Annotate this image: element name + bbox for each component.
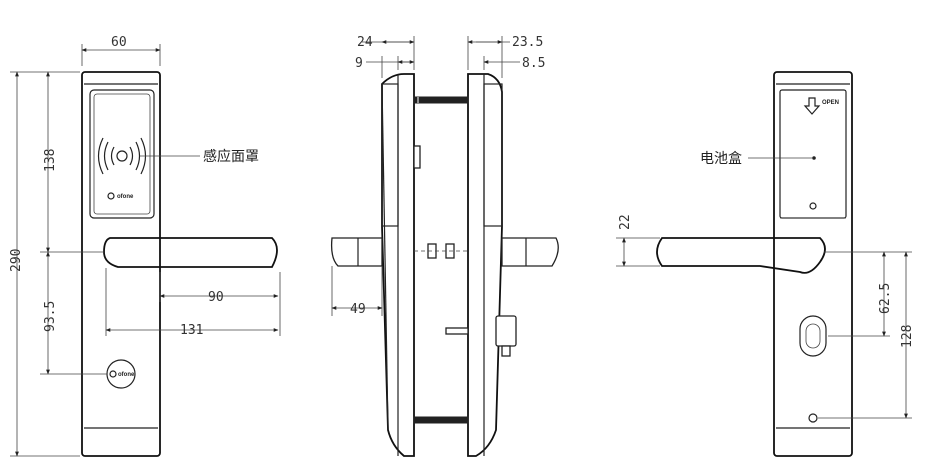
dim-23-5: 23.5	[512, 35, 543, 50]
dim-handle-131: 131	[180, 323, 203, 338]
dim-8-5: 8.5	[522, 56, 545, 71]
open-label: OPEN	[822, 100, 839, 106]
battery-cover	[779, 89, 847, 219]
svg-text:ofone: ofone	[118, 372, 135, 378]
logo-top: ofone	[107, 192, 134, 200]
dim-lower-height: 93.5	[43, 301, 58, 332]
callout-battery-box: 电池盒	[700, 150, 742, 167]
screw-bottom	[413, 416, 469, 424]
front-plate	[81, 71, 161, 457]
dim-49: 49	[350, 302, 366, 317]
side-front-body	[381, 73, 415, 457]
dim-reader-height: 138	[43, 149, 58, 172]
dim-9: 9	[355, 56, 363, 71]
side-back-body	[467, 73, 503, 457]
key-slot	[799, 315, 827, 357]
logo-bottom: ofone	[106, 359, 136, 389]
dim-128: 128	[900, 325, 915, 348]
dim-front-height: 290	[9, 249, 24, 272]
back-handle	[656, 237, 826, 274]
side-handle-right	[501, 237, 559, 267]
dim-62-5: 62.5	[878, 283, 893, 314]
screw-top	[413, 96, 469, 104]
dim-24: 24	[357, 35, 373, 50]
bottom-screw	[808, 413, 818, 423]
dim-22: 22	[618, 214, 633, 230]
dim-front-width: 60	[111, 35, 127, 50]
back-plate	[773, 71, 853, 457]
reader-window	[89, 89, 155, 219]
side-view: 24 9 23.5 8.5 49	[330, 35, 559, 457]
battery-cover-screw	[809, 202, 817, 210]
front-handle	[103, 237, 278, 268]
svg-text:ofone: ofone	[117, 194, 134, 200]
open-arrow-icon	[803, 97, 821, 115]
back-view: OPEN 22 62.5 128 电池盒	[616, 71, 915, 457]
thumb-turn	[495, 315, 517, 347]
dim-handle-90: 90	[208, 290, 224, 305]
callout-sensor-cover: 感应面罩	[203, 148, 259, 165]
front-view: ofone ofone 60 290 138 93.5 90 131	[9, 35, 281, 457]
rfid-icon	[97, 137, 147, 175]
side-handle-left	[330, 237, 383, 267]
